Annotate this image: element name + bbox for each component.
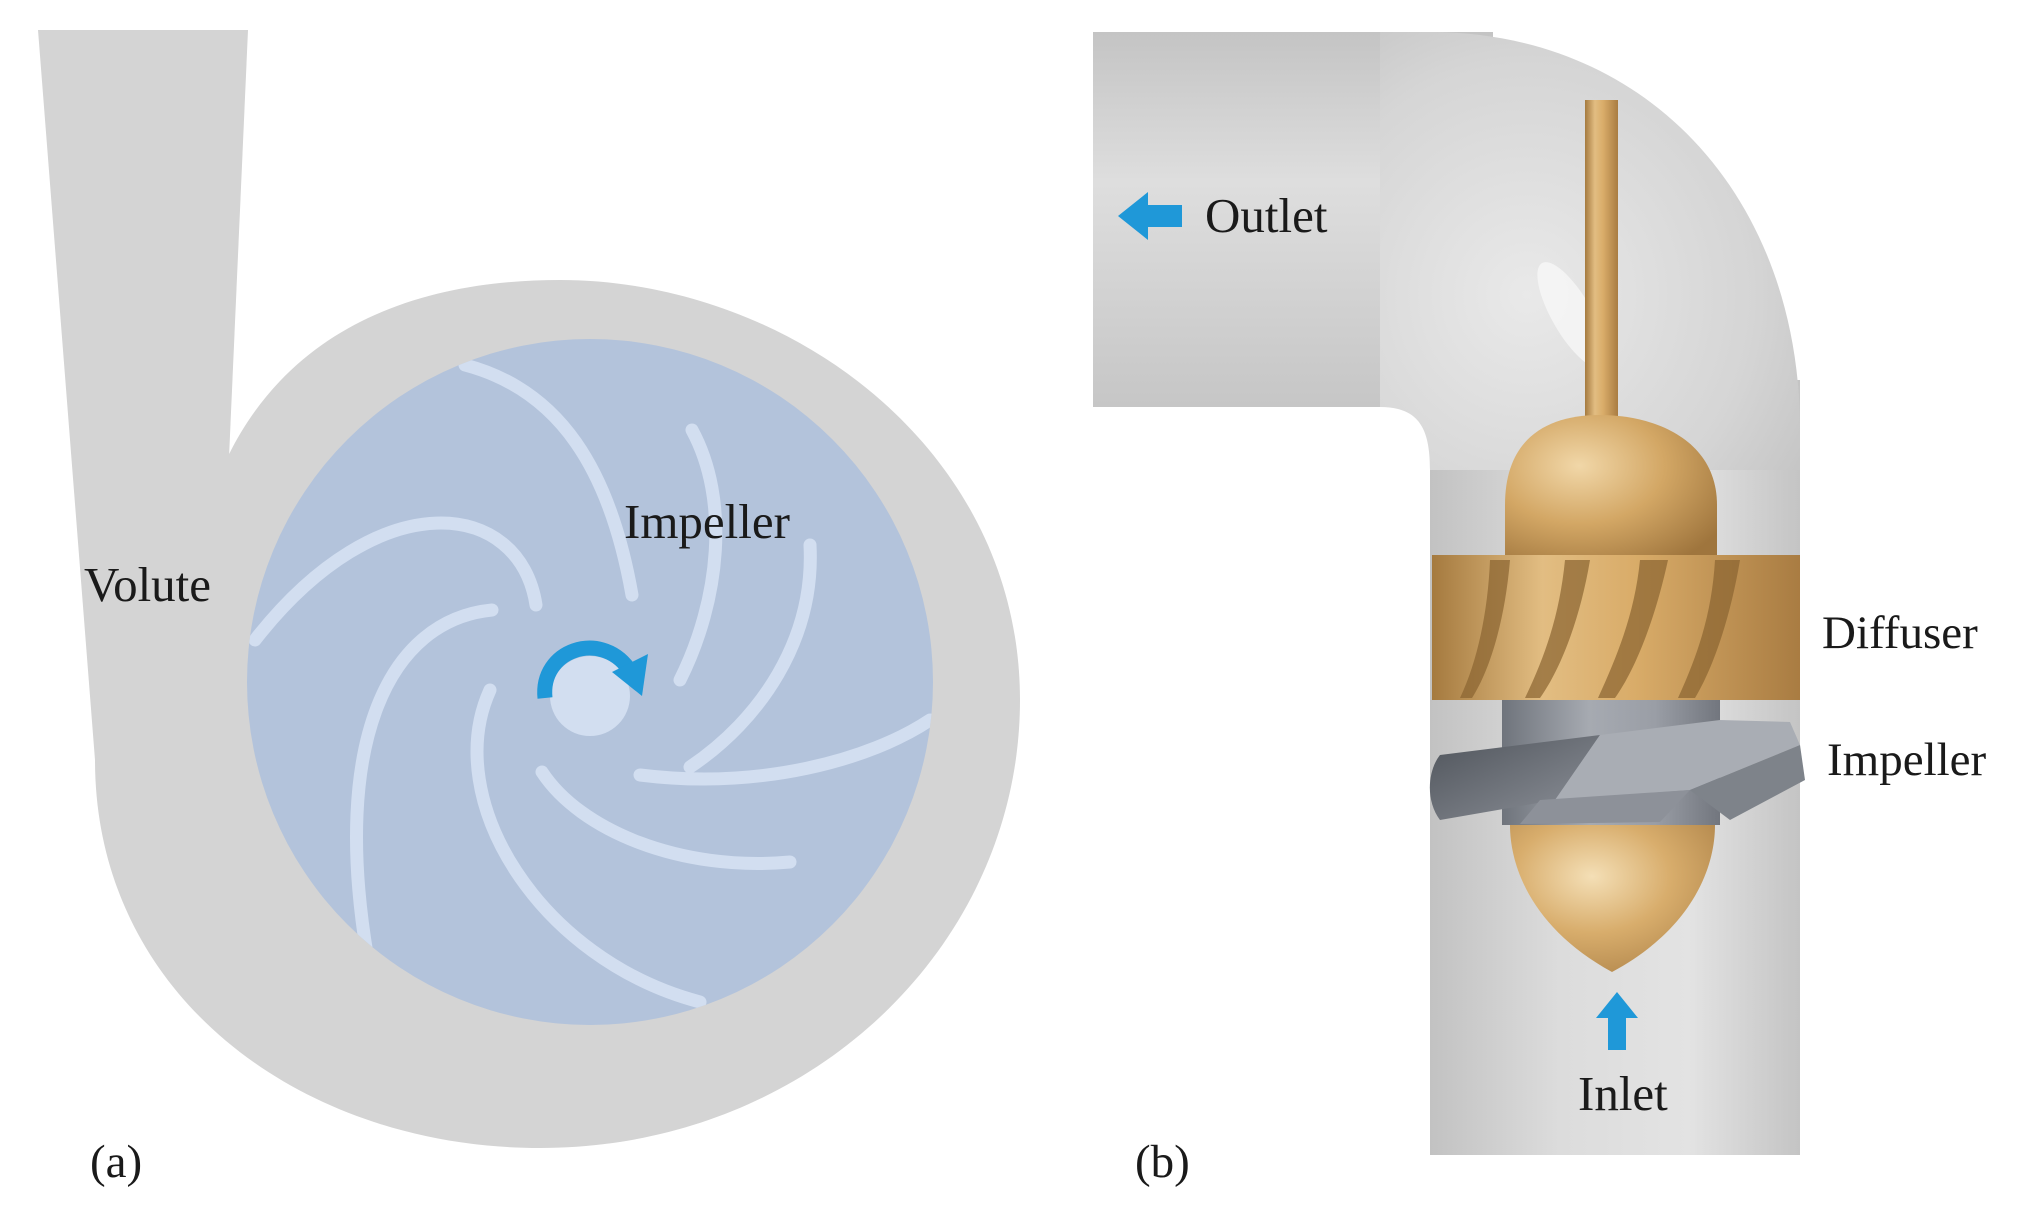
drive-shaft	[1585, 100, 1618, 440]
impeller-label-b: Impeller	[1827, 734, 1987, 786]
impeller-blades	[248, 358, 933, 1009]
impeller-blade	[535, 765, 797, 870]
impeller-blade	[683, 538, 817, 774]
diffuser-vanes	[1460, 560, 1740, 698]
impeller-blade	[458, 358, 639, 602]
rotation-arrow-icon	[537, 640, 648, 699]
diffuser-label: Diffuser	[1822, 607, 1978, 659]
volute-label: Volute	[84, 557, 211, 612]
impeller-label-a: Impeller	[624, 494, 790, 549]
impeller-hub	[550, 656, 630, 736]
panel-a-tag: (a)	[90, 1136, 142, 1188]
panel-a-centrifugal-pump: Volute Impeller (a)	[38, 30, 1020, 1188]
outlet-arrow-icon	[1118, 192, 1182, 240]
impeller-blade	[248, 516, 543, 647]
impeller-blade	[470, 683, 707, 1009]
axial-impeller-blades	[1429, 720, 1805, 824]
panel-b-axial-pump: Outlet Diffuser Impeller Inlet (b)	[1093, 32, 1987, 1188]
impeller-blade	[350, 603, 499, 967]
hub-dome	[1505, 415, 1717, 560]
outlet-label: Outlet	[1205, 188, 1328, 243]
inlet-label: Inlet	[1578, 1066, 1668, 1121]
panel-b-tag: (b)	[1135, 1136, 1190, 1188]
impeller-blade	[633, 713, 933, 786]
nose-cone	[1510, 825, 1715, 972]
impeller-blade	[673, 423, 723, 687]
inlet-arrow-icon	[1596, 992, 1638, 1050]
